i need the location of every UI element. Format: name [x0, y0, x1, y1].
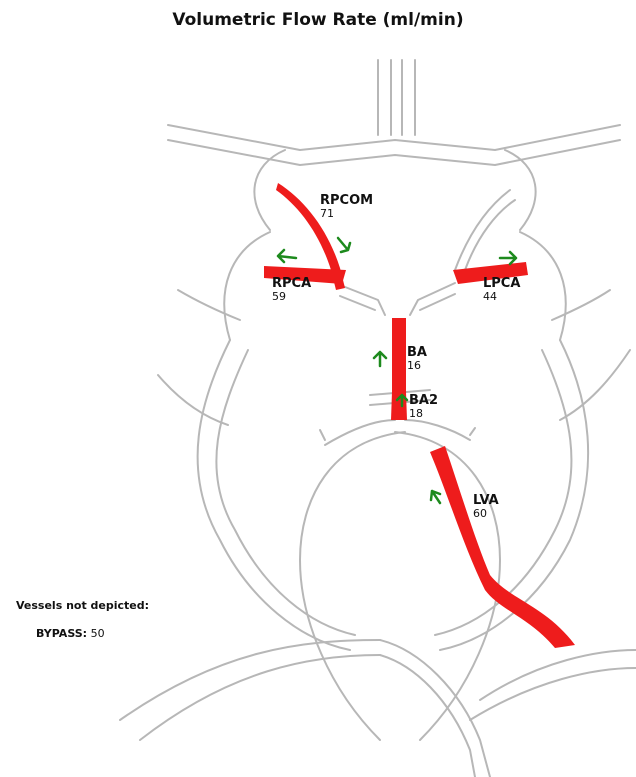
lva-vessel	[430, 446, 575, 648]
vessel-name: BA	[407, 346, 427, 359]
vessel-label-ba2: BA2 18	[409, 394, 438, 419]
vessel-value: 71	[320, 208, 373, 219]
vessel-label-rpcom: RPCOM 71	[320, 194, 373, 219]
vessel-label-lva: LVA 60	[473, 494, 499, 519]
vessel-name: RPCOM	[320, 194, 373, 207]
ba-vessel	[392, 318, 406, 392]
vessel-outlines	[120, 60, 636, 777]
not-depicted-item: BYPASS: 50	[36, 627, 105, 640]
vessel-label-lpca: LPCA 44	[483, 277, 520, 302]
arrow-rpcom	[338, 238, 350, 252]
arrow-lva	[431, 491, 440, 503]
vessel-value: 60	[473, 508, 499, 519]
arrow-lpca	[500, 252, 516, 264]
vessel-label-ba: BA 16	[407, 346, 427, 371]
vessel-value: 59	[272, 291, 311, 302]
vessel-name: LPCA	[483, 277, 520, 290]
not-depicted-item-value: 50	[91, 627, 105, 640]
vessel-value: 18	[409, 408, 438, 419]
vessel-name: RPCA	[272, 277, 311, 290]
vessel-value: 44	[483, 291, 520, 302]
arrow-rpca	[278, 250, 296, 262]
vessel-value: 16	[407, 360, 427, 371]
vessel-name: LVA	[473, 494, 499, 507]
arrow-ba	[374, 352, 386, 366]
vessel-label-rpca: RPCA 59	[272, 277, 311, 302]
vessel-name: BA2	[409, 394, 438, 407]
not-depicted-heading: Vessels not depicted:	[16, 599, 149, 612]
not-depicted-item-name: BYPASS:	[36, 627, 87, 640]
